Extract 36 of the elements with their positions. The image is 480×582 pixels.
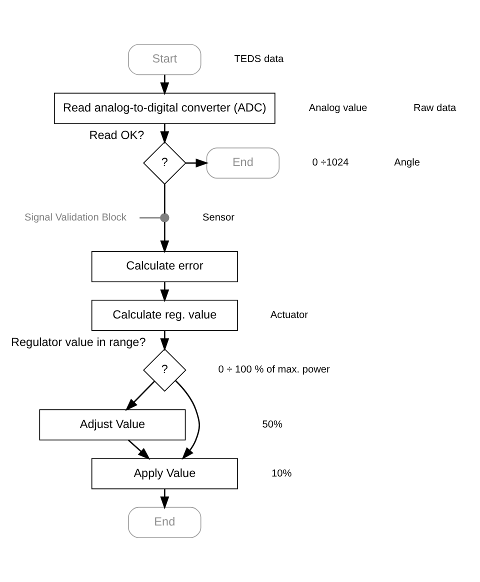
node-text: Signal Validation Block	[24, 212, 126, 224]
arrow	[186, 158, 209, 168]
node-box: Calculate reg. value	[91, 300, 238, 331]
node-diamond: ?	[143, 141, 186, 185]
label: Sensor	[202, 212, 235, 224]
label: Analog value	[308, 102, 368, 114]
label: 0 ÷1024	[312, 158, 349, 169]
node-box: Apply Value	[91, 458, 238, 490]
label: 50%	[262, 419, 283, 430]
node-box: End	[128, 506, 202, 538]
node-box: End	[206, 147, 280, 179]
label: 0 ÷ 100 % of max. power	[218, 364, 330, 376]
node-box: Adjust Value	[39, 409, 186, 440]
connector	[140, 217, 160, 218]
node-diamond: ?	[143, 348, 186, 392]
arrow	[160, 74, 170, 96]
arrow	[160, 488, 170, 510]
label: Actuator	[270, 310, 308, 322]
node-label: Regulator value in range?	[11, 336, 146, 349]
arrow	[160, 282, 170, 302]
arrow	[125, 380, 156, 412]
connector	[164, 184, 166, 214]
node-box: Read analog-to-digital converter (ADC)	[54, 92, 276, 124]
label: Raw data	[414, 102, 456, 114]
node-label: Read OK?	[89, 128, 144, 142]
node-circle	[160, 213, 170, 222]
arrow	[160, 222, 170, 254]
label: 10%	[272, 468, 292, 480]
arrow	[160, 330, 170, 352]
label: TEDS data	[234, 54, 284, 66]
node-box: Start	[128, 44, 202, 76]
label: Angle	[394, 158, 420, 169]
arrow	[175, 380, 200, 460]
node-box: Calculate error	[91, 251, 238, 282]
arrow	[128, 440, 150, 460]
arrow	[160, 124, 170, 144]
